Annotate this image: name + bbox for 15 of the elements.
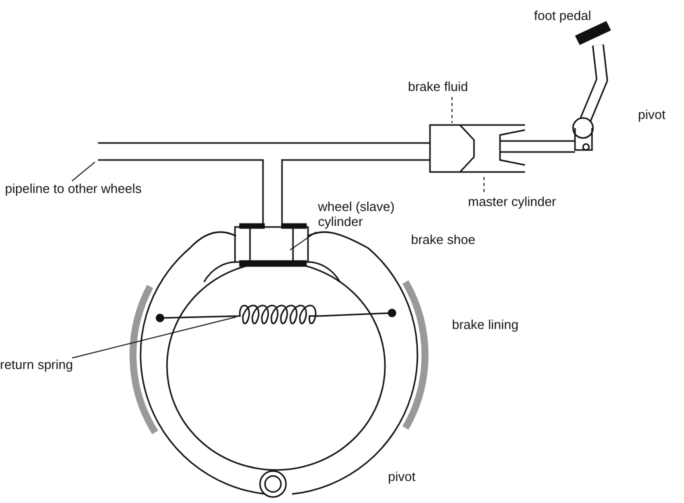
brake-fluid-label: brake fluid (408, 79, 468, 94)
part-label: brake lining (452, 317, 518, 332)
part-label: brake shoe (411, 232, 476, 247)
leader-line (72, 316, 236, 358)
master-cylinder (429, 124, 526, 173)
leader-line (72, 162, 96, 182)
pipeline-label: pipeline to other wheels (5, 181, 142, 196)
part-label: pivot (388, 469, 416, 484)
return-spring (156, 304, 396, 324)
master-cylinder-label: master cylinder (468, 194, 556, 209)
return-spring-label: return spring (0, 357, 73, 372)
part-label: pivot (638, 107, 666, 122)
leader-line (290, 232, 316, 250)
part-label: foot pedal (534, 8, 592, 23)
slave-cylinder (234, 223, 309, 267)
